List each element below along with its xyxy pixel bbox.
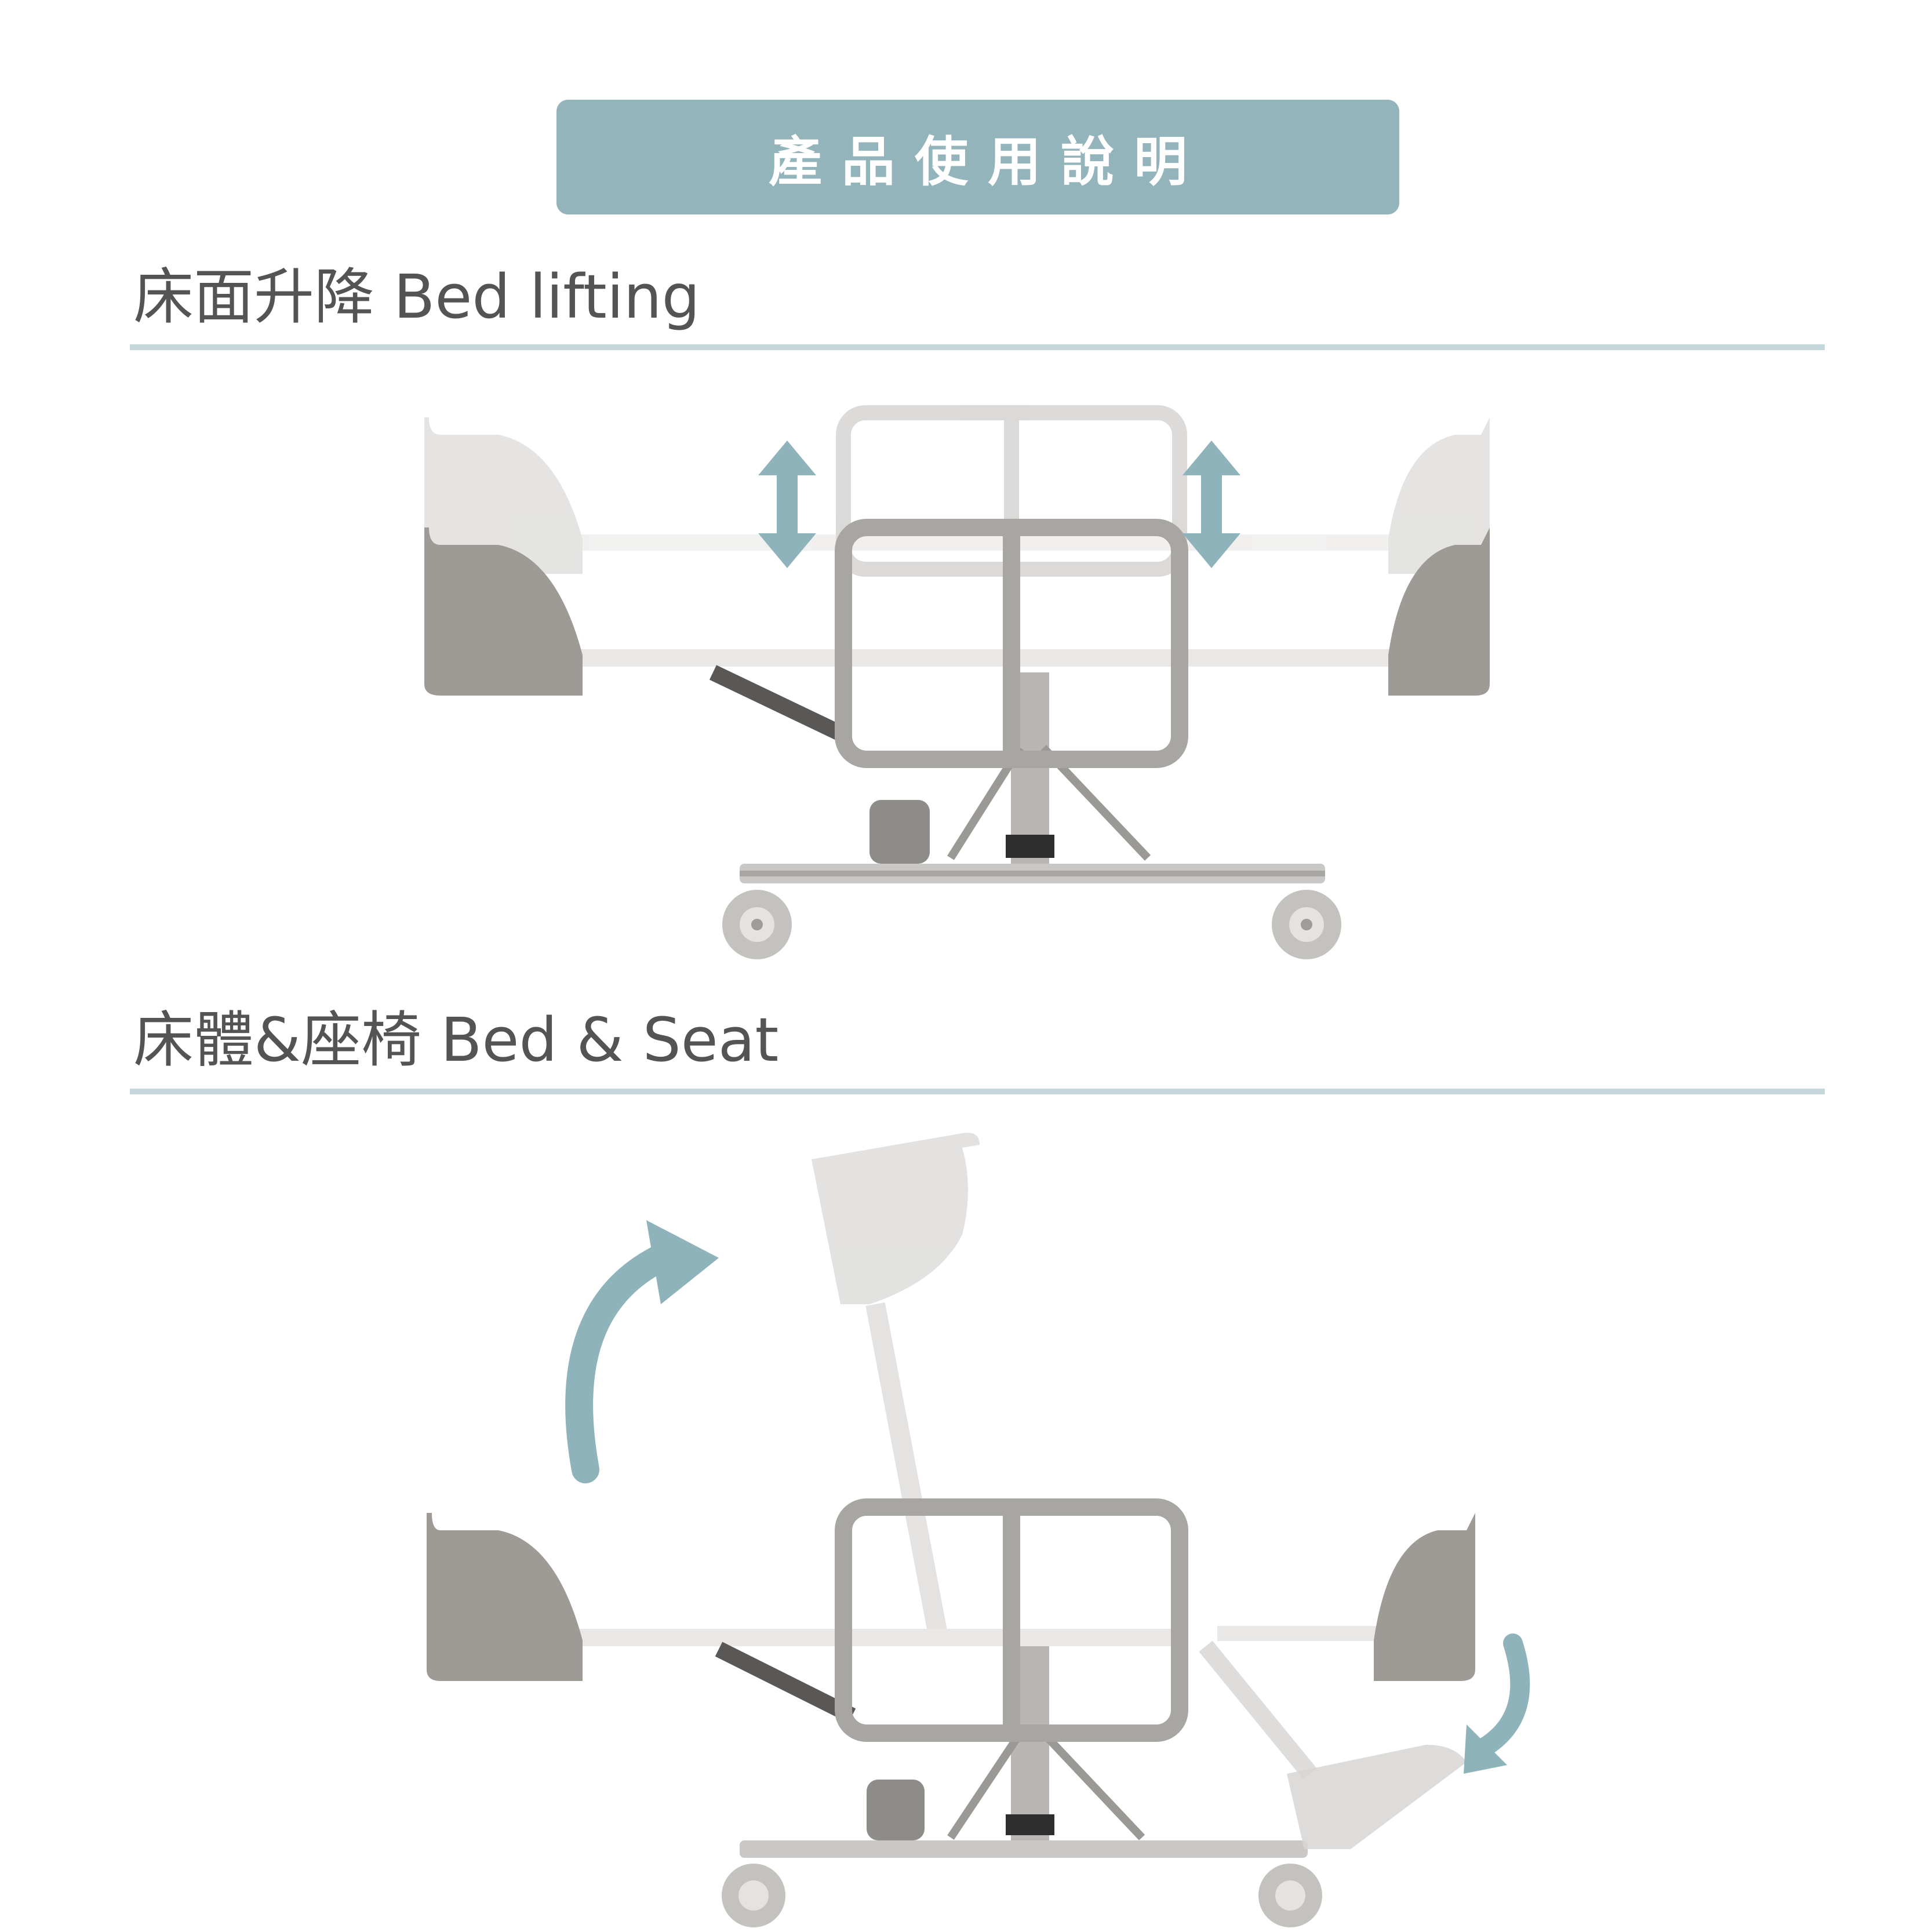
bed-lifting-illustration [0, 400, 1932, 968]
section-divider [130, 344, 1825, 350]
section-heading-bed-seat: 床體&座椅 Bed & Seat [133, 1005, 779, 1075]
curved-arrow-down-icon [1464, 1633, 1530, 1774]
page-title-banner: 產品使用說明 [556, 100, 1399, 214]
section-heading-bed-lifting: 床面升降 Bed lifting [133, 261, 700, 332]
section-divider [130, 1089, 1825, 1094]
up-down-arrow-icon [758, 441, 1240, 568]
curved-arrow-up-icon [565, 1220, 719, 1483]
bed-seat-illustration [0, 1119, 1932, 1930]
page-title: 產品使用說明 [768, 130, 1207, 193]
